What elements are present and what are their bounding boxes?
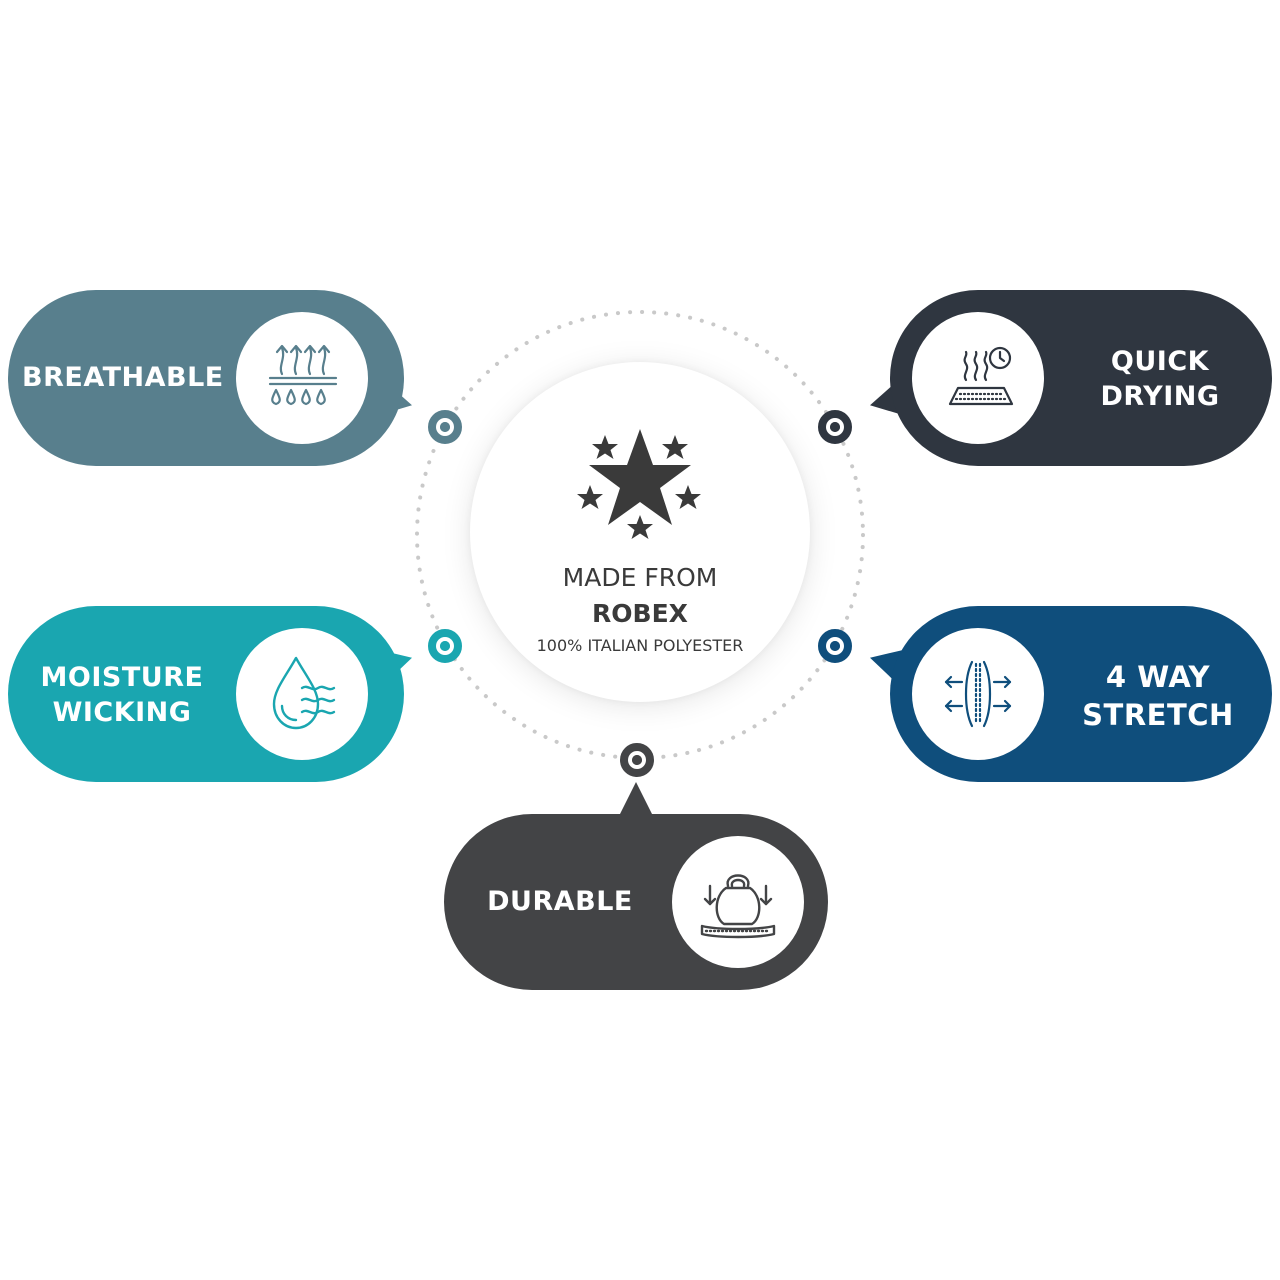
breathable-icon (268, 344, 338, 406)
center-line3: 100% ITALIAN POLYESTER (536, 636, 744, 655)
stretch-icon (944, 660, 1012, 728)
node-quick-drying (818, 410, 852, 444)
quick-drying-label: QUICK DRYING (1100, 346, 1220, 412)
stretch-label: 4 WAY STRETCH (1082, 660, 1234, 732)
node-breathable (428, 410, 462, 444)
quick-drying-icon (948, 346, 1014, 406)
breathable-label: BREATHABLE (22, 362, 224, 393)
moisture-icon-circle (236, 628, 368, 760)
durable-tail (618, 782, 654, 818)
node-durable (620, 743, 654, 777)
stretch-icon-circle (912, 628, 1044, 760)
water-drop-icon (272, 656, 336, 730)
center-line1: MADE FROM (562, 563, 718, 592)
durable-icon-circle (672, 836, 804, 968)
moisture-label: MOISTURE WICKING (40, 662, 204, 728)
quick-drying-icon-circle (912, 312, 1044, 444)
breathable-icon-circle (236, 312, 368, 444)
stars-icon (577, 429, 701, 539)
kettlebell-icon (700, 874, 776, 939)
node-stretch (818, 629, 852, 663)
center-line2: ROBEX (592, 599, 688, 628)
durable-label: DURABLE (487, 886, 633, 917)
node-moisture (428, 629, 462, 663)
